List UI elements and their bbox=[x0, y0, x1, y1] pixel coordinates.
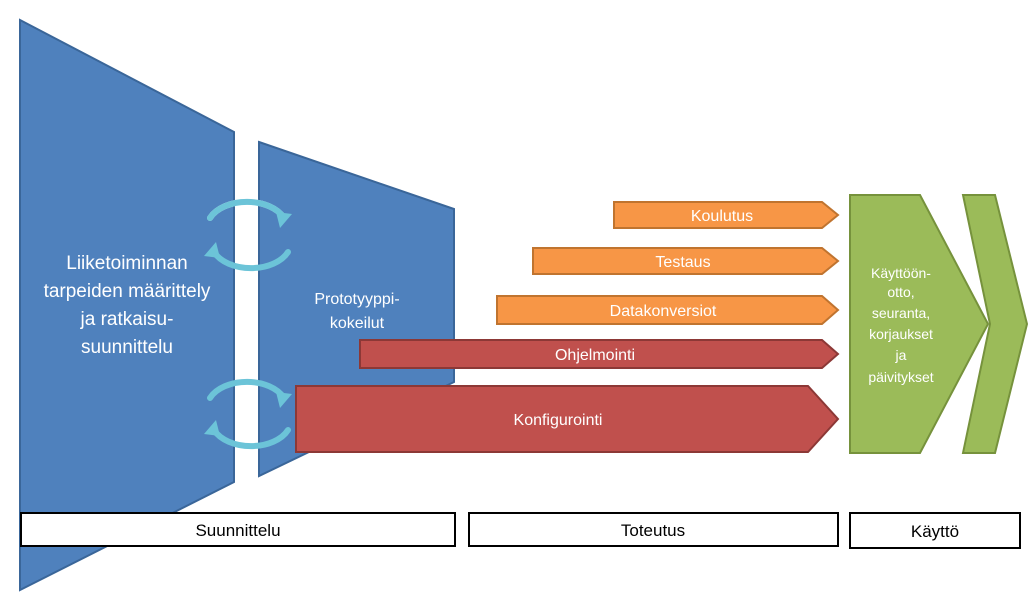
svg-text:ja ratkaisu-: ja ratkaisu- bbox=[80, 309, 174, 330]
svg-text:suunnittelu: suunnittelu bbox=[81, 337, 173, 358]
svg-text:seuranta,: seuranta, bbox=[872, 305, 930, 321]
svg-text:Konfigurointi: Konfigurointi bbox=[514, 412, 603, 429]
svg-text:Ohjelmointi: Ohjelmointi bbox=[555, 347, 635, 364]
arrow-koulutus: Koulutus bbox=[613, 201, 840, 229]
deployment-label: Käyttöön- otto, seuranta, korjaukset ja … bbox=[868, 265, 933, 385]
svg-text:Käyttö: Käyttö bbox=[911, 522, 959, 541]
svg-text:Toteutus: Toteutus bbox=[621, 521, 685, 540]
phase-suunnittelu: Suunnittelu bbox=[20, 512, 456, 547]
prototype-label: Prototyyppi- kokeilut bbox=[314, 291, 399, 332]
phase-kaytto: Käyttö bbox=[849, 512, 1021, 549]
svg-text:ja: ja bbox=[895, 347, 907, 363]
iteration-cycle-icon-top bbox=[204, 198, 292, 272]
svg-text:Liiketoiminnan: Liiketoiminnan bbox=[66, 253, 187, 274]
deployment-chevron bbox=[849, 194, 990, 454]
arrow-konfigurointi: Konfigurointi bbox=[295, 385, 840, 453]
svg-text:kokeilut: kokeilut bbox=[330, 315, 385, 332]
planning-trapezoid bbox=[19, 18, 235, 592]
deployment-chevron-small bbox=[961, 194, 1029, 454]
svg-text:Datakonversiot: Datakonversiot bbox=[610, 303, 717, 320]
iteration-cycle-icon-bottom bbox=[204, 378, 292, 450]
svg-text:Prototyyppi-: Prototyyppi- bbox=[314, 291, 399, 308]
phase-toteutus: Toteutus bbox=[468, 512, 839, 547]
svg-text:Koulutus: Koulutus bbox=[691, 208, 753, 225]
arrow-ohjelmointi: Ohjelmointi bbox=[359, 339, 840, 369]
svg-text:Testaus: Testaus bbox=[655, 254, 710, 271]
arrow-testaus: Testaus bbox=[532, 247, 840, 275]
svg-text:Käyttöön-: Käyttöön- bbox=[871, 265, 931, 281]
svg-text:päivitykset: päivitykset bbox=[868, 369, 933, 385]
svg-text:otto,: otto, bbox=[887, 284, 914, 300]
svg-text:korjaukset: korjaukset bbox=[869, 326, 933, 342]
arrow-datakonversiot: Datakonversiot bbox=[496, 295, 840, 325]
svg-text:Suunnittelu: Suunnittelu bbox=[195, 521, 280, 540]
planning-label: Liiketoiminnan tarpeiden määrittely ja r… bbox=[44, 253, 211, 358]
svg-text:tarpeiden määrittely: tarpeiden määrittely bbox=[44, 281, 211, 302]
